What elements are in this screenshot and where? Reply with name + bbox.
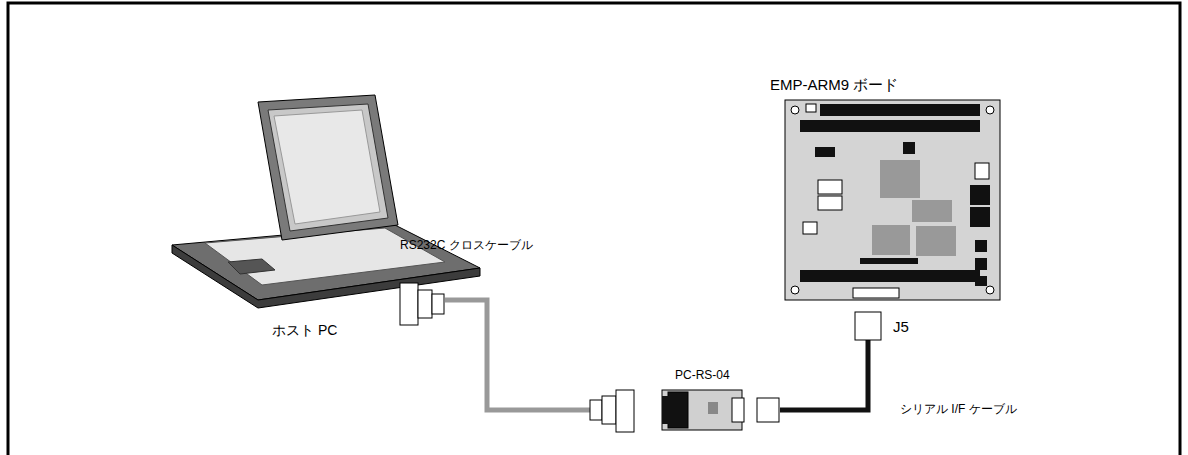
serial-cable [780, 340, 868, 410]
connector-label: J5 [893, 318, 909, 336]
emp-arm9-board [785, 100, 1000, 300]
rs232c-cable [400, 283, 634, 432]
host-label: ホスト PC [272, 322, 337, 339]
j5-connector [855, 312, 881, 340]
frame [8, 3, 1180, 455]
laptop [172, 95, 480, 308]
adapter-label: PC-RS-04 [675, 368, 730, 382]
board-title: EMP-ARM9 ボード [770, 76, 898, 94]
pc-rs-04-board [662, 390, 779, 430]
cable-label: シリアル I/F ケーブル [900, 402, 1017, 416]
cable-label: RS232C クロスケーブル [400, 238, 533, 252]
